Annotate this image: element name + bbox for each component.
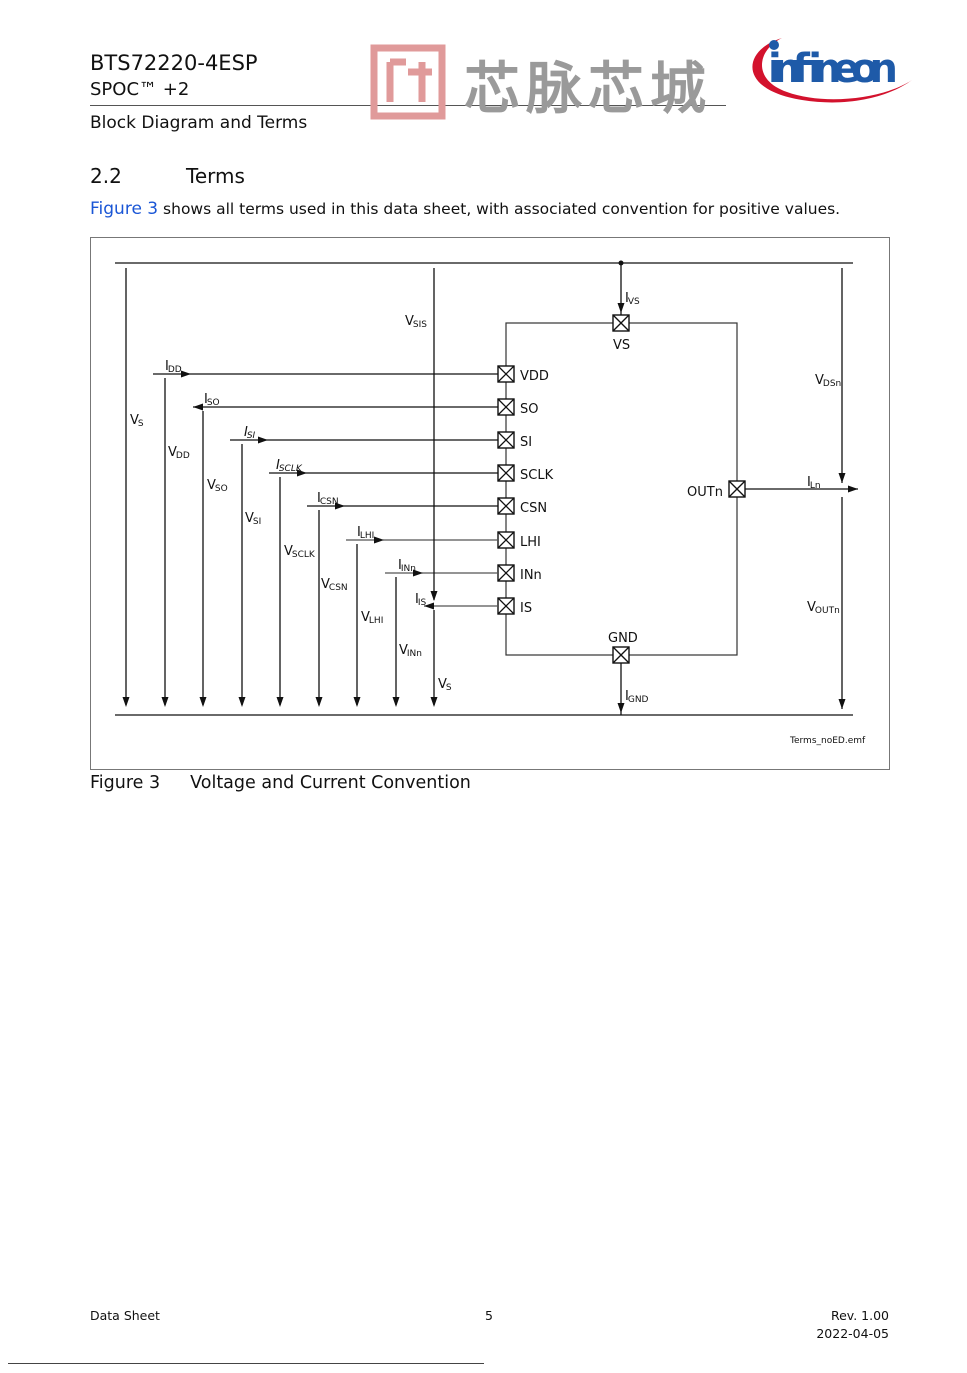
current-arrow-lhi	[374, 536, 384, 544]
current-label-isclk: ISCLK	[276, 458, 303, 474]
figure-caption-title: Voltage and Current Convention	[190, 773, 471, 793]
svg-text:infineon: infineon	[768, 46, 898, 92]
voltage-label-vdsn: VDSn	[815, 373, 841, 389]
vs-voltage-arrow	[122, 697, 130, 707]
footer-revision: Rev. 1.00	[830, 1308, 889, 1323]
voltage-arrow-lhi	[353, 697, 361, 707]
iln-arrow	[848, 485, 858, 493]
current-label-ivs: IVS	[625, 291, 640, 307]
pin-label-sclk: SCLK	[520, 468, 554, 483]
footer-page-number: 5	[485, 1308, 493, 1323]
pin-label-csn: CSN	[520, 501, 547, 516]
pin-csn-cross	[497, 497, 515, 515]
infineon-logo: infineon	[752, 38, 912, 103]
voltage-arrow-vdd	[161, 697, 169, 707]
current-arrow-so	[193, 403, 203, 411]
chapter-title: Block Diagram and Terms	[90, 113, 308, 133]
voltage-arrow-csn	[315, 697, 323, 707]
voltage-label-vsclk: VSCLK	[284, 544, 316, 560]
current-label-ignd: IGND	[625, 689, 649, 705]
ignd-arrow	[617, 703, 625, 713]
vdsn-arrow	[838, 473, 846, 483]
pin-label-so: SO	[520, 402, 538, 417]
pin-lhi-cross	[497, 531, 515, 549]
current-arrow-vdd	[181, 370, 191, 378]
voltage-label-vsi: VSI	[245, 511, 261, 527]
current-label-iso: ISO	[204, 392, 220, 408]
current-arrow-csn	[335, 502, 345, 510]
figure-frame	[90, 237, 890, 770]
pin-inn-cross	[497, 564, 515, 582]
voltage-arrow-inn	[392, 697, 400, 707]
pin-vs-cross	[612, 314, 630, 332]
pin-label-outn: OUTn	[687, 485, 723, 500]
pin-si-cross	[497, 431, 515, 449]
voltage-label-vsis: VSIS	[405, 314, 427, 330]
footer-date: 2022-04-05	[816, 1326, 889, 1341]
voltage-label-vinn: VINn	[399, 643, 422, 659]
current-arrow-si	[258, 436, 268, 444]
voltage-label-vlhi: VLHI	[361, 610, 383, 626]
voltage-arrow-so	[199, 697, 207, 707]
pin-vdd-cross	[497, 365, 515, 383]
voltage-arrow-si	[238, 697, 246, 707]
pin-so-cross	[497, 398, 515, 416]
watermark-logo: 芯脉芯城	[370, 44, 712, 122]
figure-link[interactable]: Figure 3	[90, 199, 159, 219]
pin-sclk-cross	[497, 464, 515, 482]
voltage-label-vcsn: VCSN	[321, 577, 348, 593]
pin-gnd-cross	[612, 646, 630, 664]
current-label-iis: IIS	[415, 592, 426, 608]
pin-label-vs: VS	[613, 338, 630, 353]
voltage-label-voutn: VOUTn	[807, 600, 840, 616]
current-arrow-is	[424, 602, 434, 610]
current-label-icsn: ICSN	[317, 491, 339, 507]
figure-caption-number: Figure 3	[90, 773, 161, 793]
current-label-iln: ILn	[807, 475, 821, 491]
document-subtitle: SPOC™ +2	[90, 79, 190, 100]
section-title: Terms	[186, 164, 245, 188]
figure-caption: Figure 3 Voltage and Current Convention	[90, 773, 471, 793]
svg-text:芯脉芯城: 芯脉芯城	[464, 57, 712, 122]
current-arrow-inn	[413, 569, 423, 577]
document-title: BTS72220-4ESP	[90, 51, 258, 75]
voltage-label-vso: VSO	[207, 478, 228, 494]
vs2-arrow	[430, 697, 438, 707]
voutn-arrow	[838, 699, 846, 709]
pin-label-si: SI	[520, 435, 532, 450]
current-label-isi: ISI	[244, 425, 256, 441]
current-arrow-sclk	[297, 469, 307, 477]
current-label-idd: IDD	[165, 359, 182, 375]
footer-doc-type: Data Sheet	[90, 1308, 160, 1323]
section-number: 2.2	[90, 164, 122, 188]
intro-text: shows all terms used in this data sheet,…	[158, 200, 841, 218]
intro-paragraph: Figure 3 shows all terms used in this da…	[90, 199, 840, 219]
header-divider	[90, 105, 726, 106]
pin-label-vdd: VDD	[520, 369, 549, 384]
voltage-arrow-sclk	[276, 697, 284, 707]
pin-label-gnd: GND	[608, 631, 638, 646]
current-label-ilhi: ILHI	[357, 525, 374, 541]
ivs-arrow	[617, 303, 625, 313]
pin-label-is: IS	[520, 601, 532, 616]
current-label-iinn: IINn	[398, 558, 416, 574]
voltage-label-vs: VS	[438, 677, 452, 693]
footer-divider	[8, 1363, 484, 1364]
voltage-label-vs: VS	[130, 413, 144, 429]
figure-file-tag: Terms_noED.emf	[789, 736, 866, 746]
vsis-arrow	[430, 591, 438, 601]
pin-label-lhi: LHI	[520, 535, 541, 550]
pin-label-inn: INn	[520, 568, 542, 583]
pin-is-cross	[497, 597, 515, 615]
voltage-label-vdd: VDD	[168, 445, 190, 461]
pin-outn-cross	[728, 480, 746, 498]
